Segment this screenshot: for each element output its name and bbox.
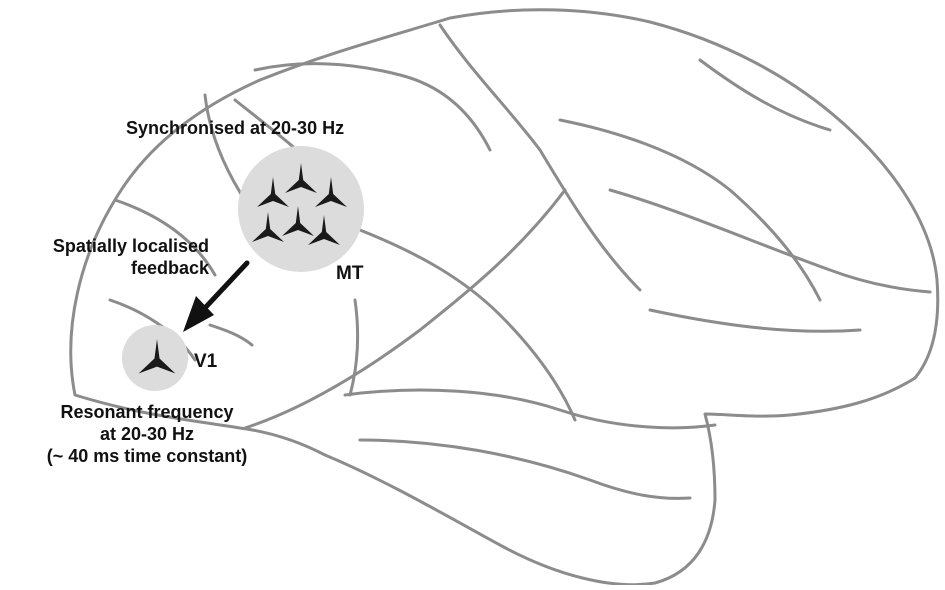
mt-area: [238, 146, 364, 272]
brain-outline: [69, 8, 940, 587]
central-sulcus: [438, 23, 642, 292]
occipital-sulcus: [113, 198, 217, 277]
resonant-label-line2: at 20-30 Hz: [99, 423, 195, 444]
principal-sulcus: [608, 188, 932, 294]
mt-sync-label: Synchronised at 20-30 Hz: [126, 118, 345, 138]
resonant-label-line3: (~ 40 ms time constant): [46, 445, 248, 466]
intraparietal-sulcus: [253, 62, 492, 152]
feedback-label-line2: feedback: [130, 257, 209, 278]
inferior-occipital-sulcus: [108, 298, 197, 362]
arcuate-sulcus: [558, 118, 822, 302]
brain-outer-contour: [69, 8, 940, 587]
temporal-sulcus: [343, 388, 717, 430]
v1-area: [122, 325, 188, 391]
feedback-arrow-icon: [183, 260, 250, 332]
mt-area-label: MT: [336, 263, 364, 284]
v1-area-label: V1: [194, 351, 218, 372]
frontal-arc: [698, 58, 832, 132]
lateral-sulcus: [243, 188, 567, 430]
resonant-label-line1: Resonant frequency: [60, 402, 234, 422]
temporal-gyrus-line: [348, 298, 360, 397]
resonant-label: Resonant frequency at 20-30 Hz (~ 40 ms …: [8, 402, 286, 468]
superior-temporal-sulcus: [358, 228, 577, 422]
feedback-label-line1: Spatially localised: [52, 236, 209, 256]
temporal-sulcus-lower: [358, 438, 692, 500]
calcarine-edge: [208, 323, 254, 347]
feedback-label: Spatially localised feedback: [4, 236, 209, 280]
frontal-sulcus: [648, 308, 862, 333]
